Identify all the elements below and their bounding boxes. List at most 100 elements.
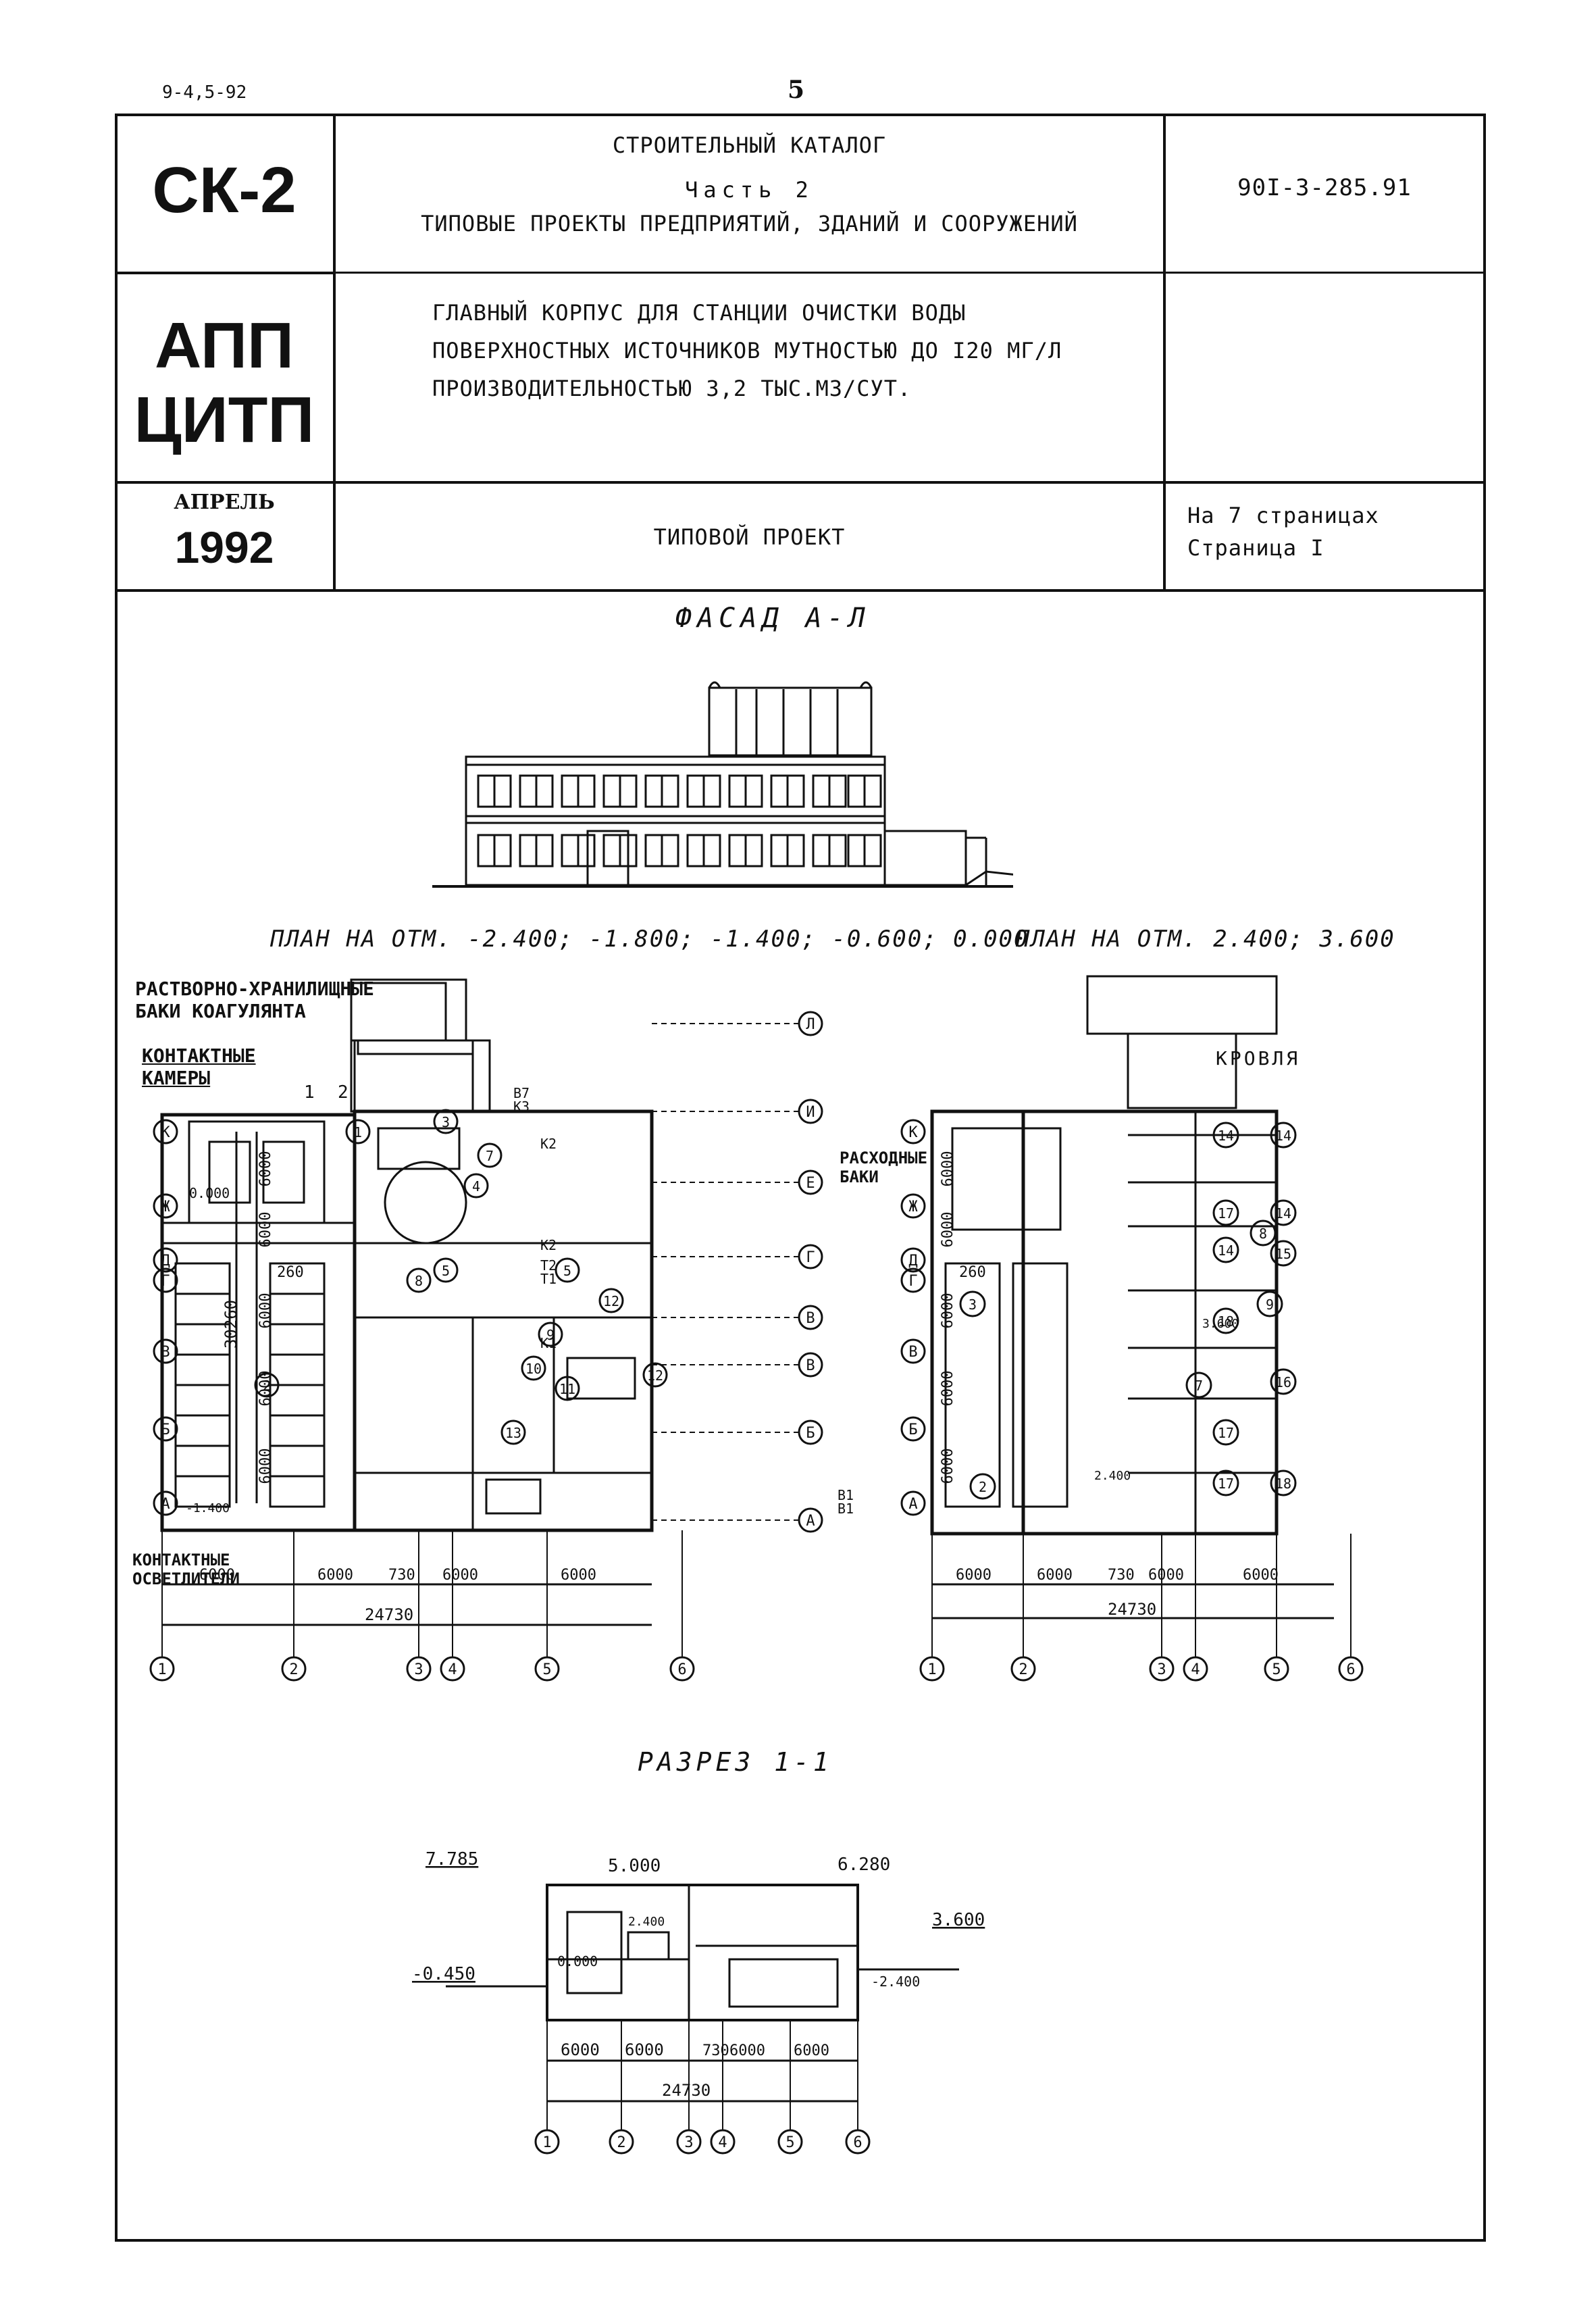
axis-bubble xyxy=(900,1338,926,1364)
axis-bubble xyxy=(900,1267,926,1293)
dimension-6000: 6000 xyxy=(625,2040,664,2059)
document-code: 9-4,5-92 xyxy=(162,82,247,103)
dimension-730: 730 xyxy=(388,1567,415,1584)
plan-1-room-4-outline xyxy=(384,1161,467,1244)
room-number: 4 xyxy=(472,1178,480,1194)
room-number: 17 xyxy=(1218,1205,1234,1222)
callout-contact-chambers-line-1: КОНТАКТНЫЕ xyxy=(142,1045,256,1067)
drawing-sheet xyxy=(115,114,1486,2242)
axis-label-row: А xyxy=(908,1496,917,1513)
room-bubble xyxy=(1212,1469,1239,1496)
stamp-divider xyxy=(1163,114,1166,589)
facade-title: ФАСАД А-Л xyxy=(675,603,871,634)
room-bubble xyxy=(500,1419,526,1445)
facade-embankment xyxy=(432,870,1013,888)
plan-1-equipment xyxy=(566,1357,636,1400)
room-number: 3 xyxy=(969,1297,977,1313)
room-number: 9 xyxy=(546,1327,555,1343)
stamp-divider xyxy=(333,272,1486,274)
axis-label-col: 1 xyxy=(542,2134,551,2151)
pipe-label: Т2 xyxy=(540,1257,557,1274)
axis-label-row: К xyxy=(908,1124,918,1141)
dimension-6000: 6000 xyxy=(199,1567,235,1584)
object-title-line-1: ГЛАВНЫЙ КОРПУС ДЛЯ СТАНЦИИ ОЧИСТКИ ВОДЫ xyxy=(432,300,967,326)
dimension-total-width: 24730 xyxy=(1108,1600,1156,1619)
contact-chamber-cell xyxy=(262,1140,305,1204)
release-month: АПРЕЛЬ xyxy=(174,491,275,514)
axis-bubble xyxy=(153,1490,178,1516)
elevation-mark: 7.785 xyxy=(426,1849,478,1869)
room-bubble xyxy=(1270,1469,1297,1496)
dimension-6000: 6000 xyxy=(729,2042,765,2059)
room-number: 16 xyxy=(1275,1374,1291,1390)
plan-2-west-block xyxy=(930,1109,1025,1536)
room-number: 7 xyxy=(486,1148,494,1164)
axis-label-row: Ж xyxy=(161,1199,170,1215)
elevation-mark: 2.400 xyxy=(628,1915,665,1929)
room-number: 13 xyxy=(505,1425,521,1441)
facade-windows xyxy=(477,774,882,886)
elevation-mark: -0.450 xyxy=(412,1964,475,1984)
room-number: 9 xyxy=(1266,1297,1274,1313)
room-bubble xyxy=(433,1109,459,1134)
axis-bubble xyxy=(153,1119,178,1145)
dimension-6000: 6000 xyxy=(257,1371,274,1407)
room-number: 14 xyxy=(1218,1128,1234,1144)
dimension-6000: 6000 xyxy=(1037,1567,1073,1584)
section-equipment xyxy=(728,1958,839,2008)
section-marker: 2 xyxy=(338,1082,349,1103)
axis-bubble xyxy=(153,1193,178,1219)
room-bubble xyxy=(555,1376,580,1401)
elevation-mark: 3.600 xyxy=(932,1910,985,1930)
room-number: 17 xyxy=(1218,1425,1234,1441)
axis-label-col: 5 xyxy=(1272,1661,1281,1678)
dimension-6000: 6000 xyxy=(939,1212,956,1248)
plan-1-equipment xyxy=(485,1478,542,1515)
room-bubble xyxy=(1212,1122,1239,1149)
axis-label-row: Г xyxy=(806,1249,815,1266)
room-number: 1 xyxy=(354,1124,362,1140)
plan-1-west-block xyxy=(160,1113,357,1532)
room-bubble xyxy=(1212,1419,1239,1446)
page-current: Страница I xyxy=(1187,535,1324,561)
dimension-6000: 6000 xyxy=(939,1151,956,1187)
plan-2-stair-box xyxy=(1086,975,1278,1035)
plan-2-clarifier xyxy=(1012,1262,1069,1508)
dimension-6000: 6000 xyxy=(257,1212,274,1248)
axis-label-row: В xyxy=(806,1357,815,1374)
axis-label-row: В xyxy=(806,1310,815,1327)
elevation-mark: 0.000 xyxy=(189,1185,230,1201)
roof-label: КРОВЛЯ xyxy=(1216,1047,1301,1070)
catalog-part: Часть 2 xyxy=(685,177,814,203)
room-bubble xyxy=(1250,1219,1277,1247)
axis-label-row: Ж xyxy=(908,1199,918,1215)
plan-2-clarifier xyxy=(944,1262,1001,1508)
room-bubble xyxy=(1212,1307,1239,1334)
room-bubble xyxy=(406,1267,432,1293)
dimension-6000: 6000 xyxy=(561,2040,600,2059)
dimension-6000: 6000 xyxy=(794,2042,829,2059)
plan-2-title: ПЛАН НА ОТМ. 2.400; 3.600 xyxy=(1016,926,1395,953)
pipe-label: К2 xyxy=(540,1237,557,1253)
axis-label-col: 3 xyxy=(414,1661,423,1678)
document-type: ТИПОВОЙ ПРОЕКТ xyxy=(653,524,846,550)
stamp-divider xyxy=(115,272,333,274)
axis-label-col: 1 xyxy=(927,1661,936,1678)
room-number: 12 xyxy=(647,1367,663,1384)
axis-label-col: 2 xyxy=(289,1661,298,1678)
contact-chamber-cell xyxy=(208,1140,251,1204)
pages-total: На 7 страницах xyxy=(1187,503,1379,528)
room-bubble xyxy=(254,1372,280,1398)
room-bubble xyxy=(521,1355,546,1381)
axis-label-row: Б xyxy=(161,1422,170,1438)
dimension-6000: 6000 xyxy=(1148,1567,1184,1584)
dimension-total-width: 24730 xyxy=(365,1605,413,1624)
room-number: 14 xyxy=(1275,1205,1291,1222)
dimension-total-width: 24730 xyxy=(662,2081,711,2100)
object-title-line-2: ПОВЕРХНОСТНЫХ ИСТОЧНИКОВ МУТНОСТЬЮ ДО I2… xyxy=(432,338,1062,363)
room-number: 18 xyxy=(1218,1313,1234,1330)
elevation-mark: -2.400 xyxy=(871,1973,920,1990)
room-bubble xyxy=(1270,1199,1297,1226)
axis-bubble xyxy=(900,1247,926,1273)
